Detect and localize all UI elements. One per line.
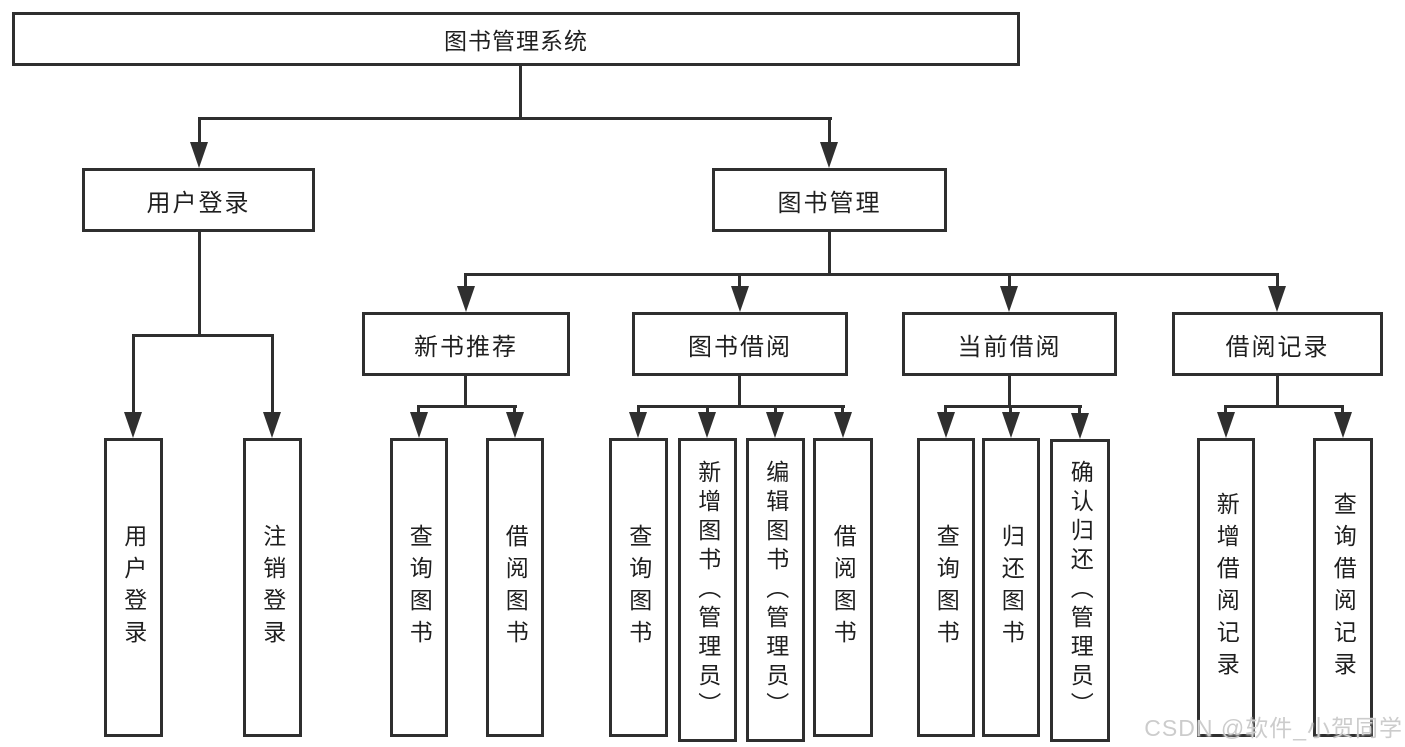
arrow-down-icon xyxy=(506,412,524,438)
leaf-add-book-admin: 新增图书（管理员） xyxy=(678,438,737,742)
arrow-down-icon xyxy=(124,412,142,438)
connector-borrow-drop-4 xyxy=(841,405,844,416)
node-root-label: 图书管理系统 xyxy=(444,28,588,54)
connector-current-drop-1 xyxy=(944,405,947,416)
leaf-borrow-books-recommend: 借阅图书 xyxy=(486,438,544,737)
connector-borrow-drop-3 xyxy=(774,405,777,416)
arrow-down-icon xyxy=(1071,413,1089,439)
watermark-text: CSDN @软件_小贺同学 xyxy=(1144,715,1403,741)
arrow-down-icon xyxy=(820,142,838,168)
arrow-down-icon xyxy=(766,412,784,438)
leaf-query-books-recommend-label: 查询图书 xyxy=(406,523,433,652)
node-book-management: 图书管理 xyxy=(712,168,947,232)
arrow-down-icon xyxy=(1268,286,1286,312)
connector-borrow-bus xyxy=(637,405,845,408)
arrow-down-icon xyxy=(1000,286,1018,312)
connector-management-bus xyxy=(464,273,1278,276)
leaf-logout-label: 注销登录 xyxy=(259,523,286,652)
connector-current-drop-3 xyxy=(1078,405,1081,416)
leaf-add-borrow-record: 新增借阅记录 xyxy=(1197,438,1255,737)
node-book-borrowing-label: 图书借阅 xyxy=(688,333,792,361)
node-borrowing-records-label: 借阅记录 xyxy=(1225,333,1330,361)
leaf-return-books: 归还图书 xyxy=(982,438,1040,737)
connector-current-bus xyxy=(944,405,1082,408)
leaf-user-login: 用户登录 xyxy=(104,438,163,737)
arrow-down-icon xyxy=(1217,412,1235,438)
arrow-down-icon xyxy=(263,412,281,438)
connector-login-drop-2 xyxy=(271,334,274,414)
connector-root-stub xyxy=(519,66,522,117)
connector-records-bus xyxy=(1224,405,1344,408)
leaf-user-login-label: 用户登录 xyxy=(120,523,147,652)
connector-records-drop-2 xyxy=(1341,405,1344,416)
connector-management-stub xyxy=(828,232,831,273)
arrow-down-icon xyxy=(731,286,749,312)
leaf-borrow-books-borrow-label: 借阅图书 xyxy=(830,523,857,652)
connector-root-drop-2 xyxy=(828,117,831,146)
connector-root-bus xyxy=(198,117,832,120)
leaf-query-books-borrow: 查询图书 xyxy=(609,438,668,737)
arrow-down-icon xyxy=(457,286,475,312)
connector-records-drop-1 xyxy=(1224,405,1227,416)
leaf-logout: 注销登录 xyxy=(243,438,302,737)
connector-management-drop-4 xyxy=(1276,273,1279,290)
node-borrowing-records: 借阅记录 xyxy=(1172,312,1383,376)
leaf-confirm-return-admin: 确认归还（管理员） xyxy=(1050,439,1110,742)
connector-login-drop-1 xyxy=(132,334,135,414)
arrow-down-icon xyxy=(698,412,716,438)
connector-borrow-stub xyxy=(738,376,741,405)
arrow-down-icon xyxy=(410,412,428,438)
connector-borrow-drop-1 xyxy=(637,405,640,416)
connector-login-bus xyxy=(132,334,274,337)
leaf-borrow-books-recommend-label: 借阅图书 xyxy=(502,523,529,652)
arrow-down-icon xyxy=(190,142,208,168)
connector-current-drop-2 xyxy=(1009,405,1012,416)
leaf-add-book-admin-label: 新增图书（管理员） xyxy=(694,459,721,721)
leaf-return-books-label: 归还图书 xyxy=(998,523,1025,652)
node-current-borrowing: 当前借阅 xyxy=(902,312,1117,376)
leaf-edit-book-admin: 编辑图书（管理员） xyxy=(746,438,805,742)
leaf-query-borrow-record-label: 查询借阅记录 xyxy=(1330,491,1357,684)
connector-management-drop-3 xyxy=(1008,273,1011,290)
node-current-borrowing-label: 当前借阅 xyxy=(957,333,1062,361)
node-new-book-recommendation: 新书推荐 xyxy=(362,312,570,376)
leaf-query-books-borrow-label: 查询图书 xyxy=(625,523,652,652)
leaf-query-borrow-record: 查询借阅记录 xyxy=(1313,438,1373,737)
node-user-login: 用户登录 xyxy=(82,168,315,232)
arrow-down-icon xyxy=(629,412,647,438)
connector-recommend-stub xyxy=(464,376,467,405)
arrow-down-icon xyxy=(937,412,955,438)
leaf-borrow-books-borrow: 借阅图书 xyxy=(813,438,873,737)
arrow-down-icon xyxy=(834,412,852,438)
connector-current-stub xyxy=(1008,376,1011,405)
node-user-login-label: 用户登录 xyxy=(146,189,251,217)
arrow-down-icon xyxy=(1334,412,1352,438)
leaf-confirm-return-admin-label: 确认归还（管理员） xyxy=(1067,460,1094,721)
arrow-down-icon xyxy=(1002,412,1020,438)
leaf-query-books-recommend: 查询图书 xyxy=(390,438,448,737)
connector-borrow-drop-2 xyxy=(706,405,709,416)
connector-recommend-drop-1 xyxy=(417,405,420,416)
leaf-edit-book-admin-label: 编辑图书（管理员） xyxy=(762,459,789,721)
connector-login-stub xyxy=(198,232,201,334)
node-new-book-recommendation-label: 新书推荐 xyxy=(414,333,518,361)
connector-management-drop-1 xyxy=(464,273,467,290)
leaf-add-borrow-record-label: 新增借阅记录 xyxy=(1213,491,1240,684)
connector-management-drop-2 xyxy=(738,273,741,290)
connector-recommend-drop-2 xyxy=(513,405,516,416)
connector-recommend-bus xyxy=(417,405,517,408)
connector-root-drop-1 xyxy=(198,117,201,146)
node-book-borrowing: 图书借阅 xyxy=(632,312,848,376)
node-book-management-label: 图书管理 xyxy=(777,189,882,217)
connector-records-stub xyxy=(1276,376,1279,405)
leaf-query-books-current: 查询图书 xyxy=(917,438,975,737)
leaf-query-books-current-label: 查询图书 xyxy=(933,523,960,652)
node-root: 图书管理系统 xyxy=(12,12,1020,66)
